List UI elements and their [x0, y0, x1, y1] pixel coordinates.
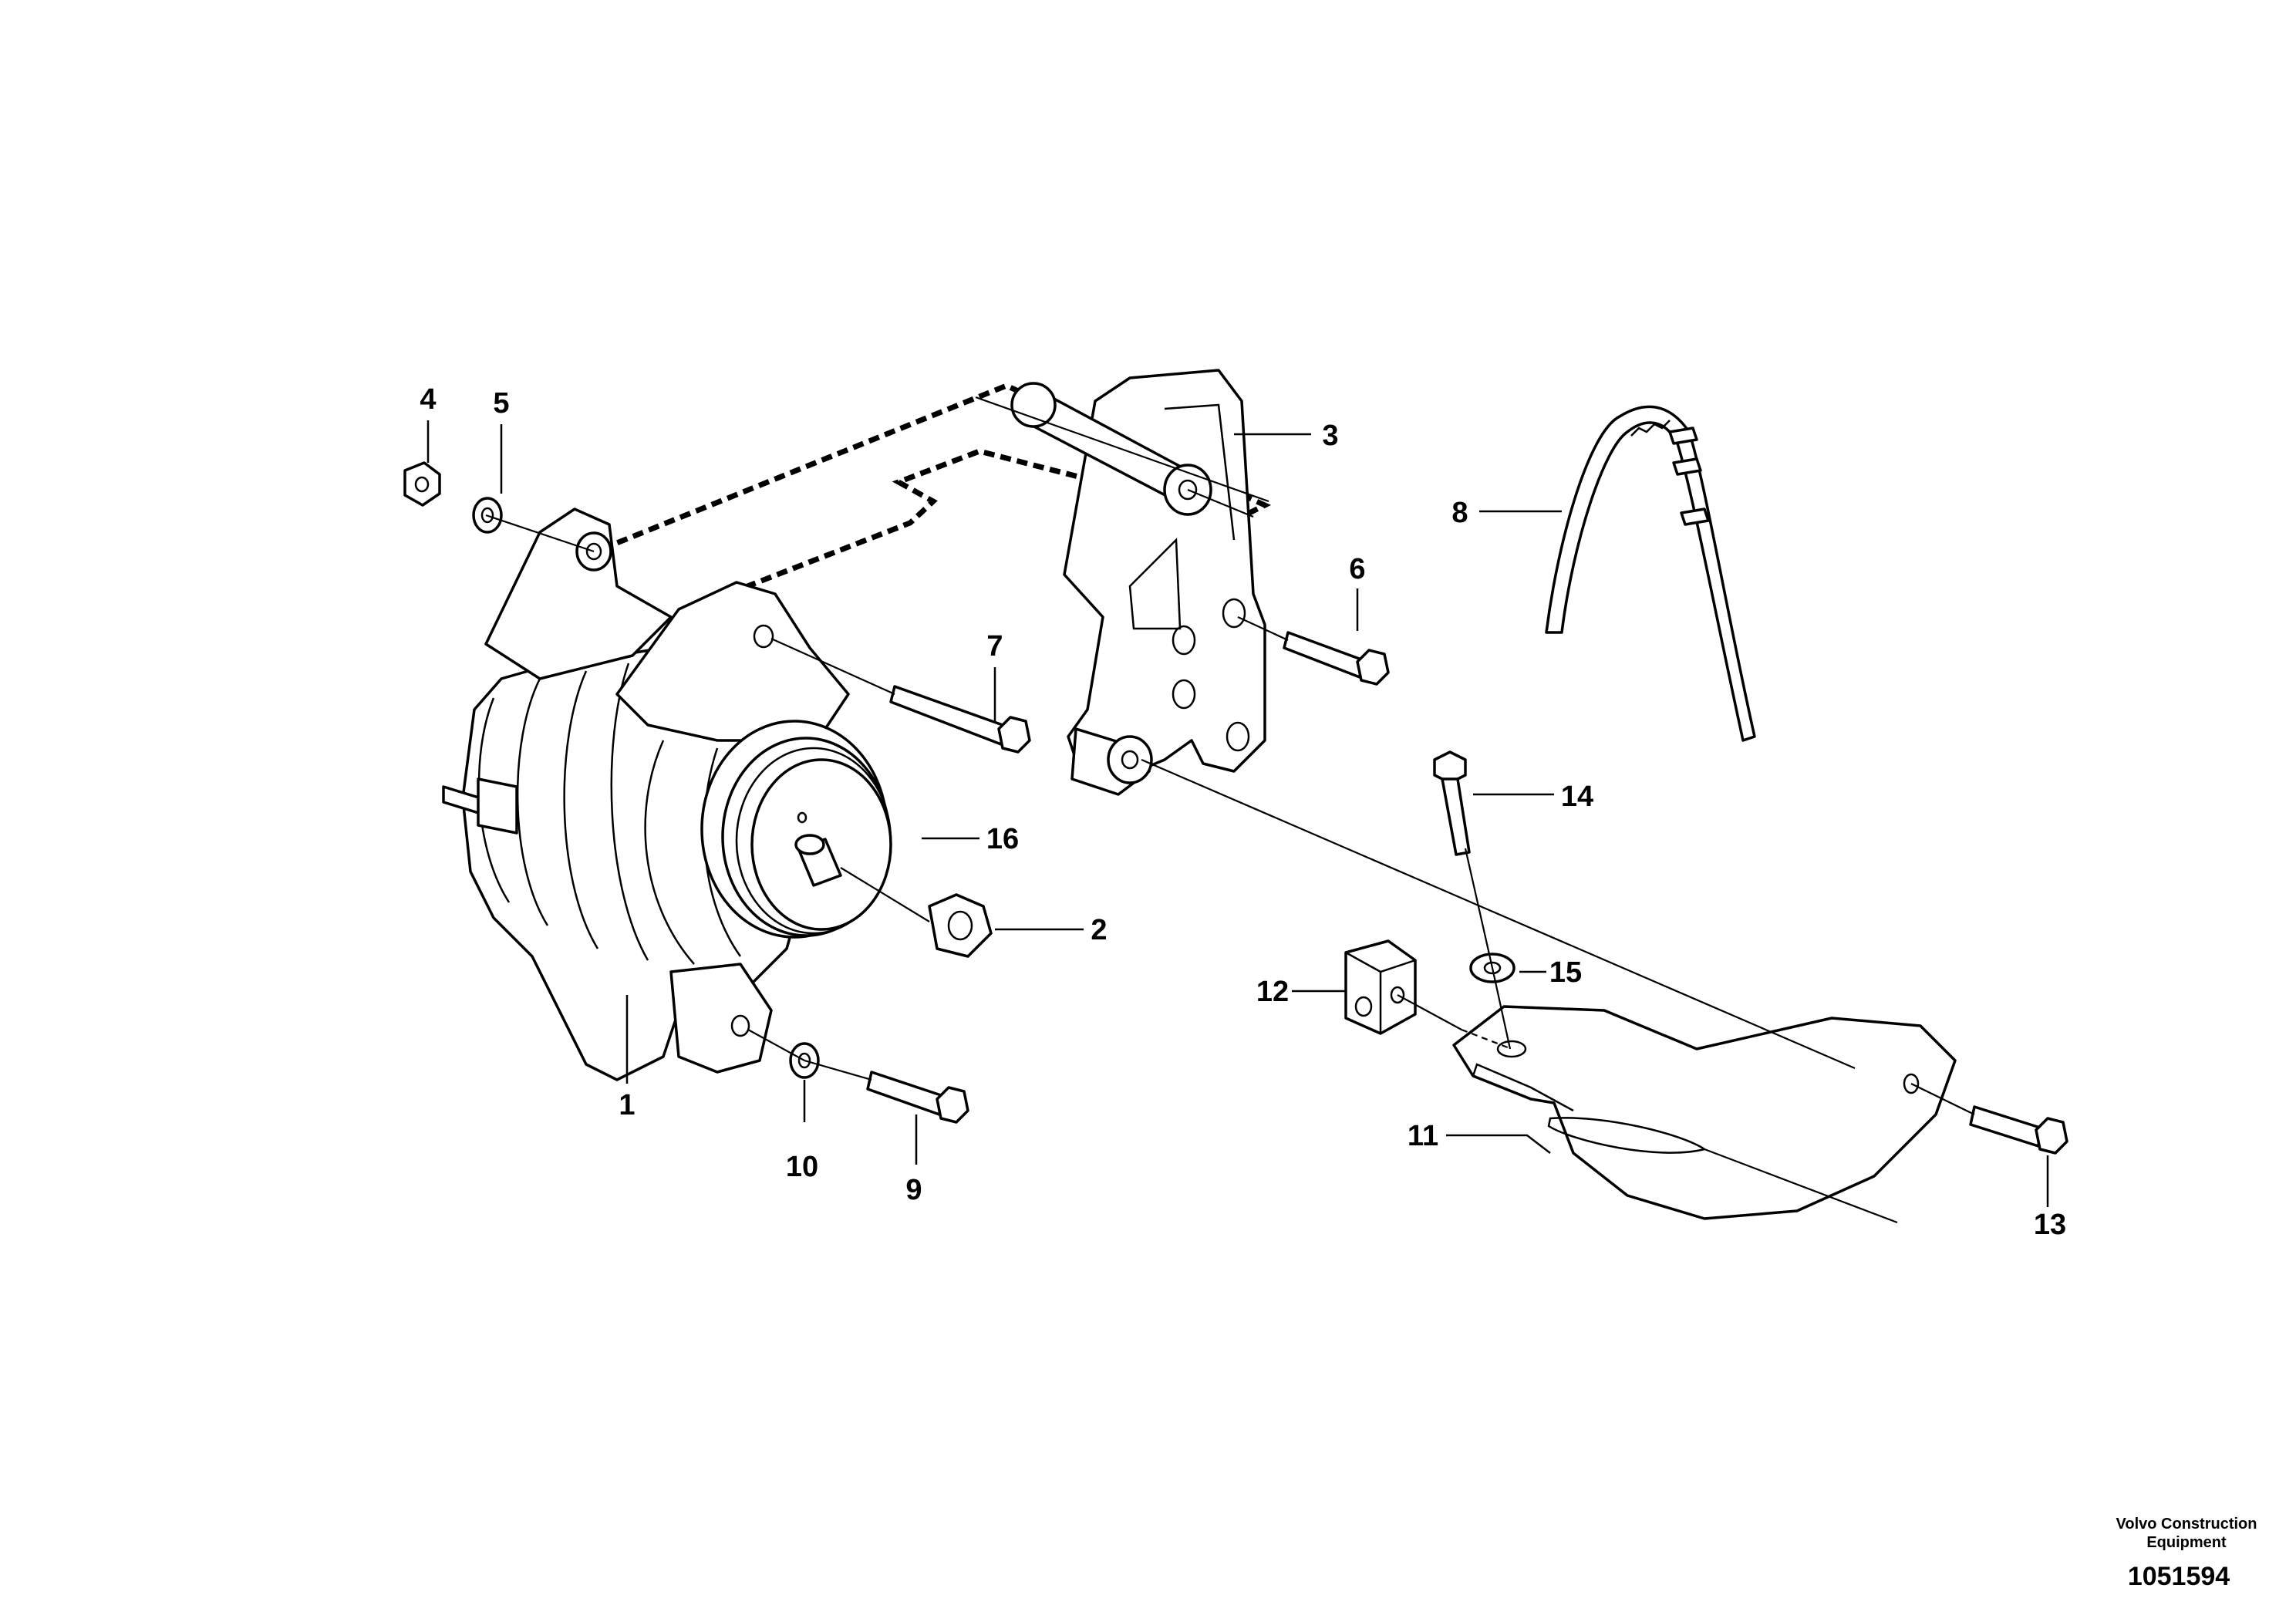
callout-7: 7: [986, 630, 1003, 663]
callout-15: 15: [1549, 956, 1582, 989]
callout-14: 14: [1561, 781, 1593, 813]
bolt-6: [1283, 631, 1390, 686]
callout-8: 8: [1451, 497, 1468, 529]
bracket: [1010, 369, 1266, 796]
callout-4: 4: [420, 383, 436, 416]
callout-9: 9: [905, 1174, 922, 1206]
footer-info: Volvo Construction Equipment 1051594: [2116, 1516, 2257, 1591]
callout-11: 11: [1408, 1120, 1438, 1152]
leader-lines: [426, 420, 2049, 1207]
callout-13: 13: [2034, 1209, 2066, 1241]
bolt-13: [1969, 1105, 2068, 1155]
document-number: 1051594: [2128, 1562, 2230, 1591]
callout-6: 6: [1349, 553, 1365, 585]
callout-12: 12: [1256, 976, 1289, 1008]
callout-10: 10: [786, 1151, 818, 1183]
callout-labels: 4 5 3 8 6 7 16 2 1 10 9 14 15 12 11 13: [420, 383, 2066, 1241]
bolt-14: [1433, 750, 1471, 856]
square-block: [1344, 939, 1417, 1035]
adjusting-arm: [1452, 1005, 1957, 1220]
brand-line-1: Volvo Construction: [2116, 1516, 2257, 1533]
nut-2: [928, 893, 993, 958]
bolt-9: [866, 1071, 969, 1124]
callout-16: 16: [986, 823, 1019, 855]
brand-line-2: Equipment: [2146, 1534, 2227, 1551]
alternator: [442, 508, 892, 1081]
callout-2: 2: [1091, 914, 1107, 946]
nut-4: [403, 461, 441, 507]
callout-5: 5: [493, 387, 509, 420]
callout-1: 1: [619, 1089, 635, 1121]
assembly-axis-lines: [485, 396, 1975, 1224]
v-belt: [1545, 405, 1756, 742]
callout-3: 3: [1322, 420, 1338, 452]
bolt-7: [889, 685, 1031, 754]
